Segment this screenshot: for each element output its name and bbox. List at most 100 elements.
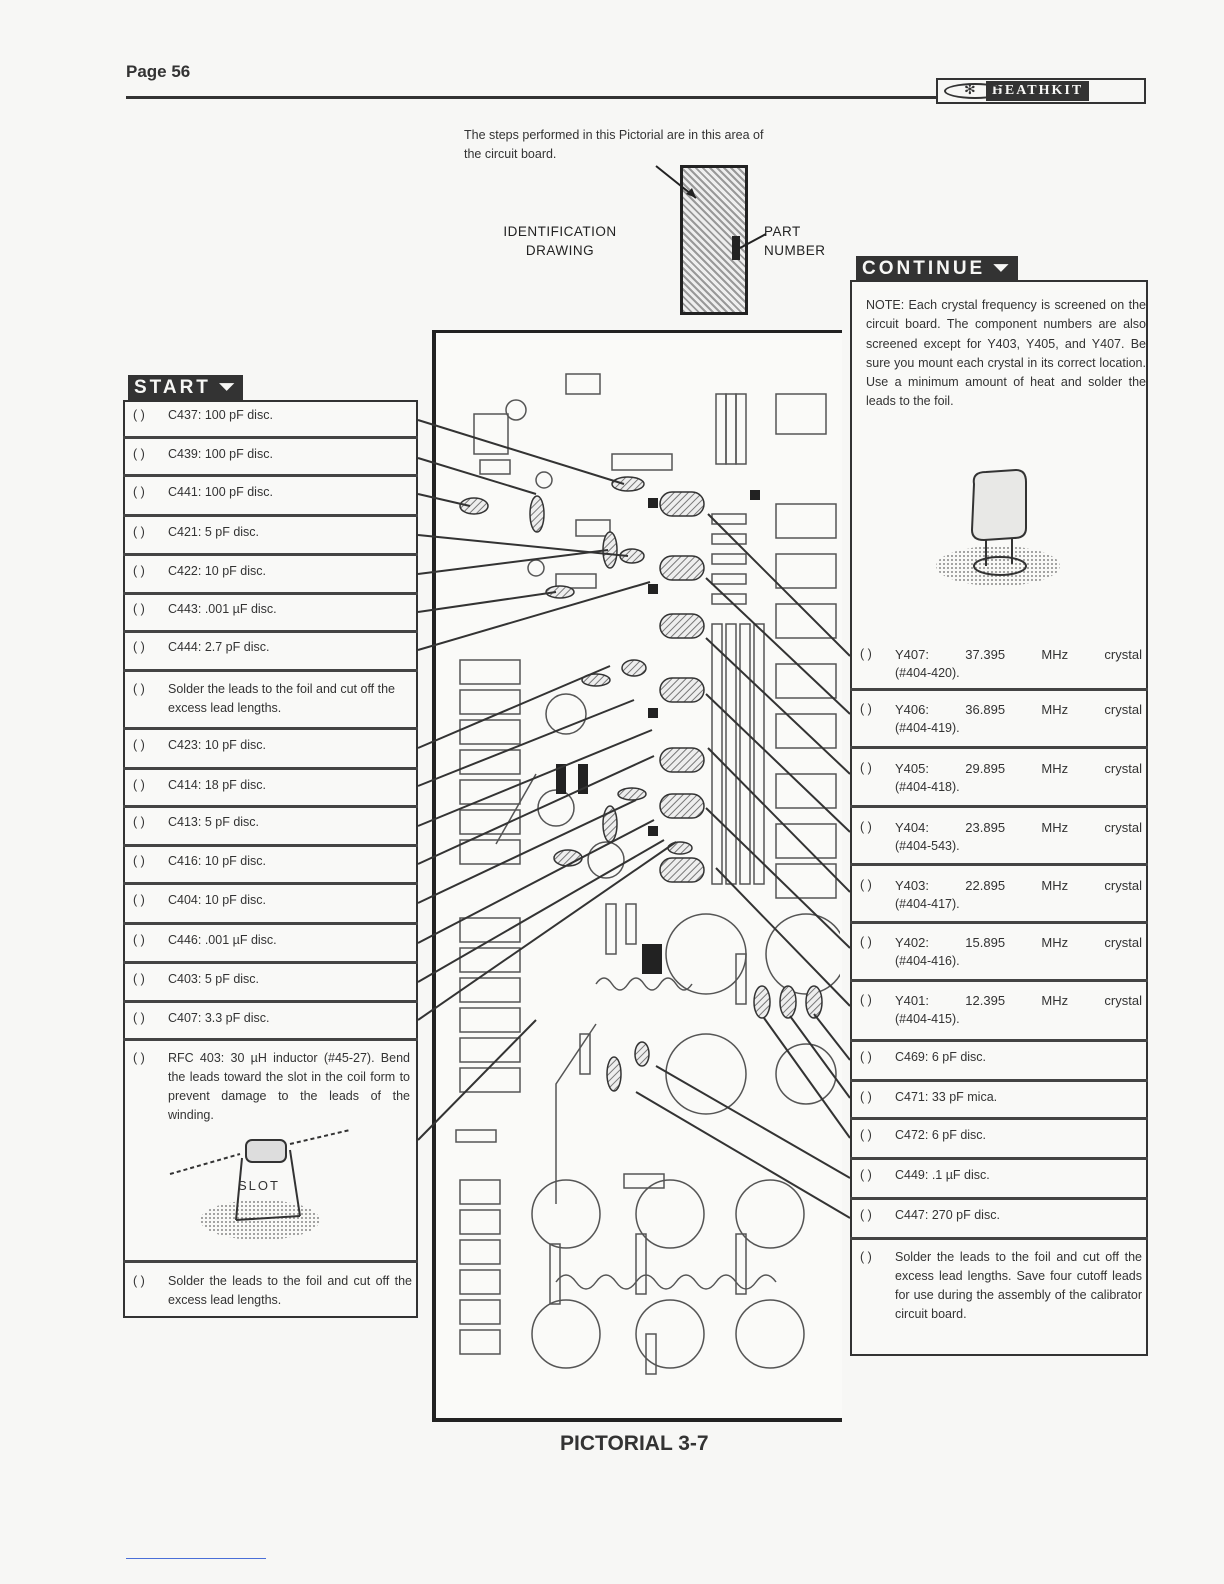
step-solder-2[interactable]: ( ) Solder the leads to the foil and cut … <box>123 1263 418 1316</box>
identification-arrows <box>655 165 767 260</box>
step-text: C447: 270 pF disc. <box>895 1208 1000 1222</box>
step-checkbox[interactable]: ( ) <box>860 1250 872 1264</box>
crystal-part-number: (#404-416). <box>895 954 960 968</box>
step-checkbox[interactable]: ( ) <box>133 1011 145 1025</box>
step-checkbox[interactable]: ( ) <box>133 854 145 868</box>
step-c416[interactable]: ( ) C416: 10 pF disc. <box>123 847 418 885</box>
crystal-id: Y404: <box>895 820 929 835</box>
step-checkbox[interactable]: ( ) <box>133 933 145 947</box>
step-text: C422: 10 pF disc. <box>168 564 266 578</box>
circuit-board-drawing <box>455 373 840 1375</box>
step-text: Solder the leads to the foil and cut off… <box>168 1274 412 1307</box>
crystal-unit: MHz <box>1041 878 1069 893</box>
inductor-illustration: SLOT <box>169 1129 351 1240</box>
step-c423[interactable]: ( ) C423: 10 pF disc. <box>123 730 418 770</box>
step-text: C423: 10 pF disc. <box>168 738 266 752</box>
atom-logo-icon: ✻ <box>944 81 1006 99</box>
step-checkbox[interactable]: ( ) <box>860 702 872 716</box>
crystal-frequency: 37.395 <box>965 647 1006 662</box>
step-c404[interactable]: ( ) C404: 10 pF disc. <box>123 885 418 925</box>
step-c403[interactable]: ( )C403: 5 pF disc. <box>123 964 418 1003</box>
step-c444[interactable]: ( )C444: 2.7 pF disc. <box>123 633 418 672</box>
step-checkbox[interactable]: ( ) <box>860 993 872 1007</box>
step-c471[interactable]: ( ) C471: 33 pF mica. <box>850 1082 1148 1120</box>
step-checkbox[interactable]: ( ) <box>860 878 872 892</box>
step-checkbox[interactable]: ( ) <box>133 778 145 792</box>
step-checkbox[interactable]: ( ) <box>133 682 145 696</box>
step-text: C404: 10 pF disc. <box>168 893 266 907</box>
crystal-part-number: (#404-419). <box>895 721 960 735</box>
page-number: Page 56 <box>126 62 191 81</box>
step-text: C471: 33 pF mica. <box>895 1090 998 1104</box>
step-text: C449: .1 µF disc. <box>895 1168 990 1182</box>
step-c413[interactable]: ( ) C413: 5 pF disc. <box>123 808 418 847</box>
step-c446[interactable]: ( )C446: .001 µF disc. <box>123 925 418 964</box>
step-checkbox[interactable]: ( ) <box>133 738 145 752</box>
continue-banner: CONTINUE ⏷ <box>856 256 1018 282</box>
step-checkbox[interactable]: ( ) <box>133 447 145 461</box>
step-c469[interactable]: ( )C469: 6 pF disc. <box>850 1042 1148 1082</box>
step-checkbox[interactable]: ( ) <box>133 1274 145 1288</box>
step-checkbox[interactable]: ( ) <box>133 602 145 616</box>
step-solder-1[interactable]: ( )Solder the leads to the foil and cut … <box>123 672 418 730</box>
crystal-kind: crystal <box>1104 702 1142 717</box>
step-checkbox[interactable]: ( ) <box>860 1208 872 1222</box>
step-checkbox[interactable]: ( ) <box>133 564 145 578</box>
crystal-unit: MHz <box>1041 935 1069 950</box>
step-c437[interactable]: ( )C437: 100 pF disc. <box>123 402 418 439</box>
step-checkbox[interactable]: ( ) <box>860 1128 872 1142</box>
crystal-frequency: 12.395 <box>965 993 1006 1008</box>
step-checkbox[interactable]: ( ) <box>860 935 872 949</box>
step-checkbox[interactable]: ( ) <box>133 893 145 907</box>
step-checkbox[interactable]: ( ) <box>860 761 872 775</box>
step-c421[interactable]: ( )C421: 5 pF disc. <box>123 517 418 556</box>
crystal-frequency: 15.895 <box>965 935 1006 950</box>
start-banner-label: START <box>134 377 211 398</box>
crystal-unit: MHz <box>1041 702 1069 717</box>
crystal-kind: crystal <box>1104 820 1142 835</box>
step-checkbox[interactable]: ( ) <box>860 647 872 661</box>
down-arrow-icon: ⏷ <box>993 258 1012 279</box>
step-c414[interactable]: ( )C414: 18 pF disc. <box>123 770 418 808</box>
step-c439[interactable]: ( )C439: 100 pF disc. <box>123 439 418 477</box>
step-checkbox[interactable]: ( ) <box>860 820 872 834</box>
crystal-kind: crystal <box>1104 935 1142 950</box>
step-checkbox[interactable]: ( ) <box>133 408 145 422</box>
step-c447[interactable]: ( ) C447: 270 pF disc. <box>850 1200 1148 1240</box>
step-checkbox[interactable]: ( ) <box>133 1051 145 1065</box>
step-checkbox[interactable]: ( ) <box>860 1090 872 1104</box>
step-text: RFC 403: 30 µH inductor (#45-27). Bend t… <box>168 1051 410 1122</box>
step-checkbox[interactable]: ( ) <box>133 640 145 654</box>
step-c441[interactable]: ( )C441: 100 pF disc. <box>123 477 418 517</box>
step-checkbox[interactable]: ( ) <box>860 1050 872 1064</box>
continue-steps-panel <box>850 280 1148 1356</box>
step-checkbox[interactable]: ( ) <box>133 485 145 499</box>
step-checkbox[interactable]: ( ) <box>860 1168 872 1182</box>
step-c449[interactable]: ( ) C449: .1 µF disc. <box>850 1160 1148 1200</box>
identification-intro: The steps performed in this Pictorial ar… <box>464 128 764 161</box>
crystal-id: Y405: <box>895 761 929 776</box>
step-text: C416: 10 pF disc. <box>168 854 266 868</box>
crystal-frequency: 22.895 <box>965 878 1006 893</box>
crystal-part-number: (#404-543). <box>895 839 960 853</box>
step-solder-3[interactable]: ( )Solder the leads to the foil and cut … <box>850 1240 1148 1354</box>
crystal-part-number: (#404-420). <box>895 666 960 680</box>
step-c443[interactable]: ( )C443: .001 µF disc. <box>123 595 418 633</box>
step-checkbox[interactable]: ( ) <box>133 972 145 986</box>
crystal-id: Y401: <box>895 993 929 1008</box>
step-c472[interactable]: ( )C472: 6 pF disc. <box>850 1120 1148 1160</box>
step-c422[interactable]: ( ) C422: 10 pF disc. <box>123 556 418 595</box>
step-rfc403[interactable]: ( ) RFC 403: 30 µH inductor (#45-27). Ben… <box>123 1041 418 1263</box>
crystal-frequency: 23.895 <box>965 820 1006 835</box>
step-checkbox[interactable]: ( ) <box>133 815 145 829</box>
step-text: C413: 5 pF disc. <box>168 815 260 829</box>
step-checkbox[interactable]: ( ) <box>133 525 145 539</box>
step-c407[interactable]: ( )C407: 3.3 pF disc. <box>123 1003 418 1041</box>
